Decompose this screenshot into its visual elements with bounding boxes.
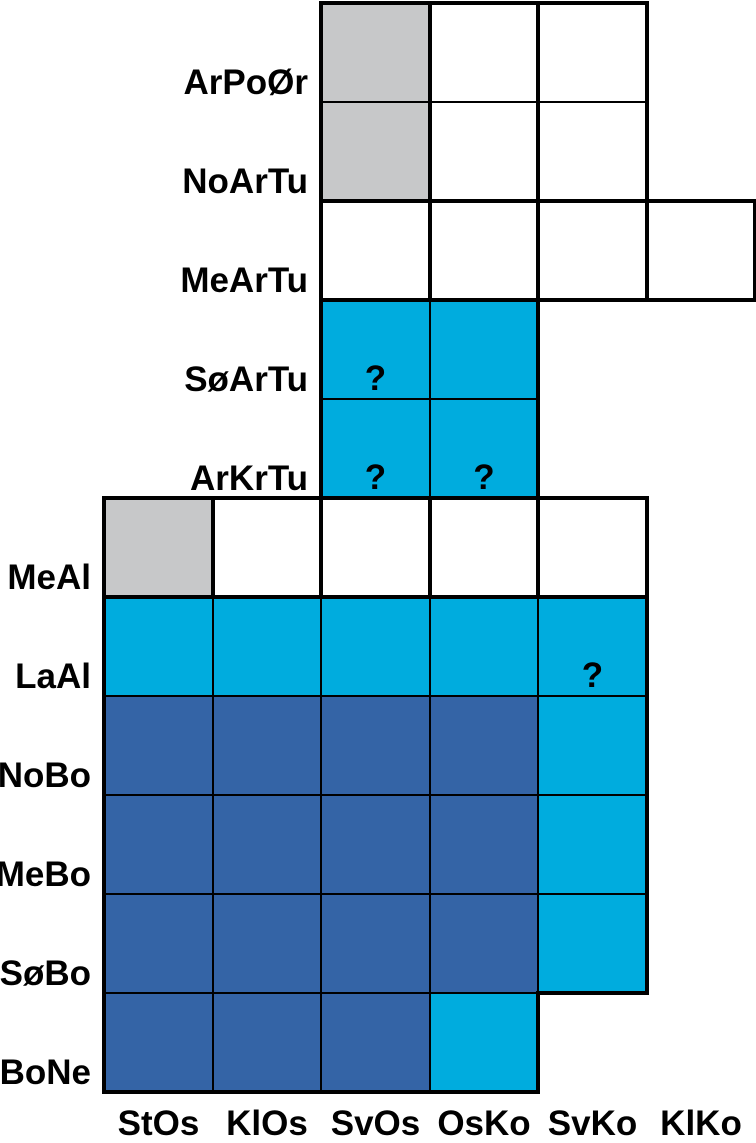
question-mark-ArKrTu-OsKo: ?	[473, 458, 494, 497]
cell-NoBo-SvOs	[320, 695, 431, 796]
row-label-MeBo: MeBo	[0, 855, 91, 894]
row-label-NoArTu: NoArTu	[182, 162, 308, 201]
question-marks-layer: ????	[365, 359, 603, 695]
cell-BoNe-KlOs	[212, 992, 322, 1093]
row-label-ArPoØr: ArPoØr	[184, 63, 309, 102]
cell-NoArTu-SvKo	[537, 101, 648, 202]
column-label-KlOs: KlOs	[226, 1104, 308, 1143]
cell-NoArTu-SvOs	[320, 101, 431, 202]
cells-layer	[103, 2, 756, 1093]
row-label-SøArTu: SøArTu	[184, 360, 308, 399]
column-label-SvKo: SvKo	[548, 1104, 637, 1143]
cell-BoNe-SvOs	[320, 992, 431, 1093]
column-label-KlKo: KlKo	[660, 1104, 742, 1143]
cell-SøBo-OsKo	[429, 893, 539, 994]
cell-NoBo-StOs	[103, 695, 214, 796]
row-label-MeArTu: MeArTu	[180, 261, 308, 300]
column-labels-layer: StOs KlOs SvOs OsKo SvKo KlKo	[118, 1104, 742, 1143]
column-label-SvOs: SvOs	[331, 1104, 421, 1143]
cell-BoNe-StOs	[103, 992, 214, 1093]
cell-NoArTu-OsKo	[429, 101, 539, 202]
cell-MeBo-OsKo	[429, 794, 539, 895]
row-label-MeAl: MeAl	[7, 558, 91, 597]
cell-MeArTu-KlKo	[646, 200, 756, 301]
cell-MeBo-SvKo	[537, 794, 648, 895]
cell-ArKrTu-OsKo	[429, 398, 539, 499]
cell-SøBo-SvOs	[320, 893, 431, 994]
cell-NoBo-SvKo	[537, 695, 648, 796]
cell-MeArTu-SvKo	[537, 200, 648, 301]
cell-MeBo-StOs	[103, 794, 214, 895]
cell-MeBo-KlOs	[212, 794, 322, 895]
cell-MeArTu-OsKo	[429, 200, 539, 301]
cell-ArPoØr-OsKo	[429, 2, 539, 103]
cell-MeAl-SvKo	[537, 497, 648, 598]
cell-LaAl-SvOs	[320, 596, 431, 697]
question-mark-ArKrTu-SvOs: ?	[365, 458, 386, 497]
row-label-ArKrTu: ArKrTu	[190, 459, 308, 498]
cell-LaAl-KlOs	[212, 596, 322, 697]
question-mark-SøArTu-SvOs: ?	[365, 359, 386, 398]
cell-BoNe-OsKo	[429, 992, 539, 1093]
cell-MeArTu-SvOs	[320, 200, 431, 301]
cell-SøBo-KlOs	[212, 893, 322, 994]
cell-MeAl-KlOs	[212, 497, 322, 598]
cell-NoBo-OsKo	[429, 695, 539, 796]
cell-MeBo-SvOs	[320, 794, 431, 895]
row-labels-layer: ArPoØrNoArTuMeArTuSøArTuArKrTuMeAlLaAlNo…	[0, 63, 308, 1092]
cell-LaAl-StOs	[103, 596, 214, 697]
column-label-StOs: StOs	[118, 1104, 200, 1143]
cell-LaAl-OsKo	[429, 596, 539, 697]
region-borders-layer	[102, 1, 756, 1094]
row-label-LaAl: LaAl	[15, 657, 91, 696]
cell-SøBo-StOs	[103, 893, 214, 994]
cell-MeAl-SvOs	[320, 497, 431, 598]
cell-ArPoØr-SvOs	[320, 2, 431, 103]
row-label-SøBo: SøBo	[0, 954, 91, 993]
cell-MeAl-OsKo	[429, 497, 539, 598]
cell-SøArTu-OsKo	[429, 299, 539, 400]
question-mark-LaAl-SvKo: ?	[582, 656, 603, 695]
row-label-BoNe: BoNe	[0, 1053, 91, 1092]
cell-SøBo-SvKo	[537, 893, 648, 994]
column-label-OsKo: OsKo	[437, 1104, 530, 1143]
row-label-NoBo: NoBo	[0, 756, 91, 795]
cell-NoBo-KlOs	[212, 695, 322, 796]
cell-ArPoØr-SvKo	[537, 2, 648, 103]
cell-MeAl-StOs	[103, 497, 214, 598]
